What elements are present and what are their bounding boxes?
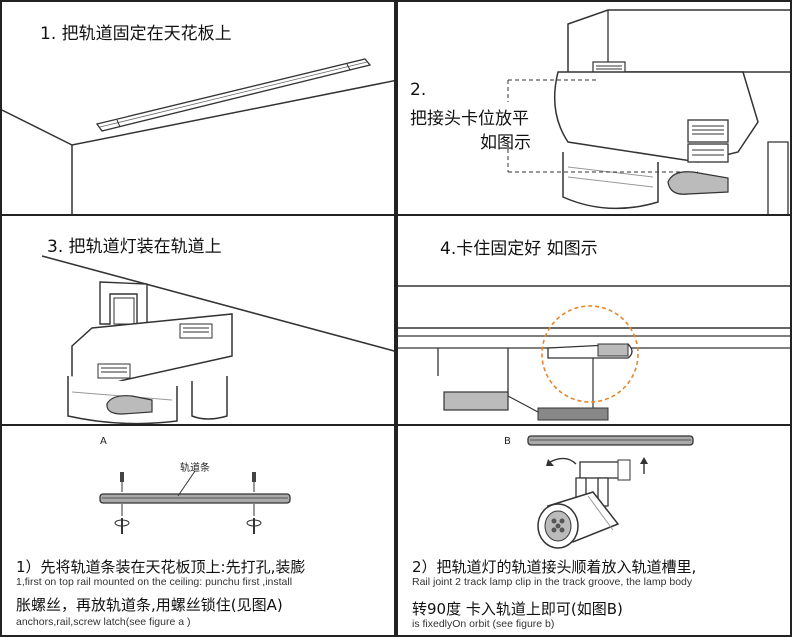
figure-b-diagram [527,435,694,549]
step-3-title: 3. 把轨道灯装在轨道上 [47,237,222,257]
figure-a-diagram [99,470,291,534]
step-3-panel: 3. 把轨道灯装在轨道上 [0,214,396,426]
figure-b-panel: B 2）把轨道灯的轨道接头顺着放入轨道槽里, Rail joint 2 trac… [396,424,792,637]
step-1-title: 1. 把轨道固定在天花板上 [40,24,232,44]
figure-b-cn-line1: 2）把轨道灯的轨道接头顺着放入轨道槽里, [412,558,697,576]
step-4-title: 4.卡住固定好 如图示 [440,239,598,259]
locked-latch-illustration [398,285,790,421]
figure-a-label: A [100,436,107,447]
figure-a-en-line2: anchors,rail,screw latch(see figure a ) [16,616,191,628]
rail-label: 轨道条 [180,463,210,474]
step-2-title-line2: 把接头卡位放平 [410,109,529,129]
step-2-panel: 2. 把接头卡位放平 如图示 [396,0,792,216]
ceiling-rail-illustration [2,58,394,214]
lamp-on-rail-illustration [41,255,394,424]
figure-a-cn-line2: 胀螺丝，再放轨道条,用螺丝锁住(见图A) [16,596,283,614]
figure-a-panel: A 轨道条 1）先将轨道条装在天花板顶上:先打孔,装膨 1,first on t… [0,424,396,637]
figure-b-en-line2: is fixedlyOn orbit (see figure b) [412,618,555,630]
figure-b-cn-line2: 转90度 卡入轨道上即可(如图B) [412,600,623,618]
step-1-panel: 1. 把轨道固定在天花板上 [0,0,396,216]
connector-illustration [507,9,790,214]
figure-b-label: B [504,436,511,447]
figure-b-en-line1: Rail joint 2 track lamp clip in the trac… [412,576,693,588]
figure-a-en-line1: 1,first on top rail mounted on the ceili… [16,576,293,588]
figure-a-cn-line1: 1）先将轨道条装在天花板顶上:先打孔,装膨 [16,558,306,576]
step-2-title-line3: 如图示 [480,133,531,153]
step-2-title-number: 2. [410,80,427,100]
step-4-panel: 4.卡住固定好 如图示 [396,214,792,426]
